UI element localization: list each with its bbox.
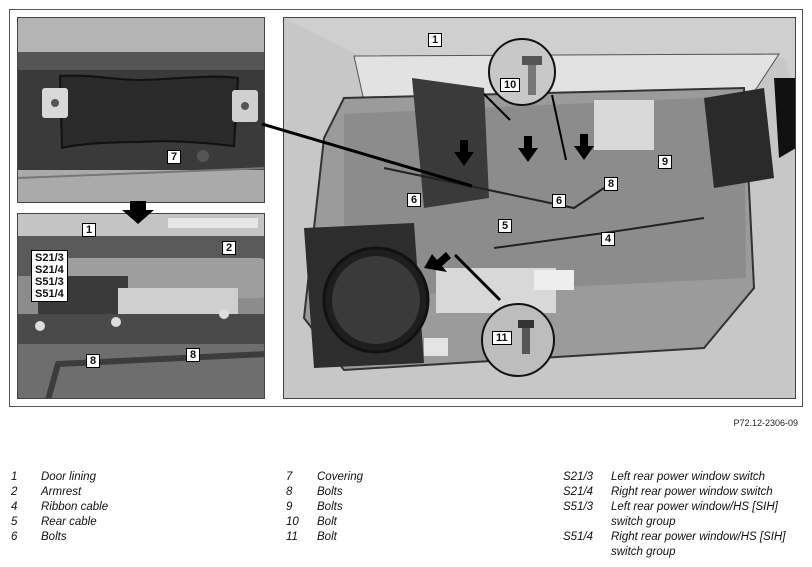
- legend-column-1: 1 Door lining 2 Armrest 4 Ribbon cable 5 Rea…: [11, 470, 108, 545]
- legend-desc: Left rear power window switch: [611, 471, 766, 483]
- legend-desc: Covering: [317, 471, 364, 483]
- photo-armrest-switches: 1 2 S21/3 S21/4 S51/3 S51/4 8 8: [17, 213, 265, 399]
- legend-item: S51/3 Left rear power window/HS [SIH] swi…: [563, 500, 796, 530]
- callout-5-rear-cable: 5: [498, 219, 513, 233]
- legend-code: 5: [11, 516, 18, 528]
- legend-item: 1 Door lining: [11, 470, 108, 485]
- legend-item: 11 Bolt: [286, 530, 363, 545]
- legend-desc: Bolts: [317, 501, 343, 513]
- legend-desc: Bolts: [317, 486, 343, 498]
- legend-code: 9: [286, 501, 293, 513]
- legend-item: 10 Bolt: [286, 515, 363, 530]
- legend-item: 2 Armrest: [11, 485, 108, 500]
- legend-desc: Bolts: [41, 531, 67, 543]
- legend-desc: Right rear power window/HS [SIH] switch …: [611, 531, 786, 558]
- callout-11-bolt: 11: [492, 331, 512, 345]
- callout-8-bolts-right: 8: [186, 348, 201, 362]
- legend-column-3: S21/3 Left rear power window switch S21/4…: [563, 470, 796, 560]
- legend-item: 7 Covering: [286, 470, 363, 485]
- legend-item: 8 Bolts: [286, 485, 363, 500]
- legend-desc: Door lining: [41, 471, 96, 483]
- callout-4-ribbon-cable: 4: [601, 232, 616, 246]
- photo-door-lining: 1 9 8 6 6 5 4: [283, 17, 796, 399]
- figure-reference: P72.12-2306-09: [733, 418, 798, 428]
- legend-item: 5 Rear cable: [11, 515, 108, 530]
- callout-s21-4: S21/4: [35, 264, 64, 276]
- legend-desc: Armrest: [41, 486, 82, 498]
- legend-code: S51/4: [563, 531, 594, 543]
- callout-1-door-lining-main: 1: [428, 33, 443, 47]
- legend-item: 9 Bolts: [286, 500, 363, 515]
- legend-item: 6 Bolts: [11, 530, 108, 545]
- callout-10-bolt: 10: [500, 78, 521, 92]
- legend-item: 4 Ribbon cable: [11, 500, 108, 515]
- legend-item: S21/3 Left rear power window switch: [563, 470, 796, 485]
- callout-8-bolts-left: 8: [86, 354, 101, 368]
- legend-code: 7: [286, 471, 293, 483]
- legend-code: 2: [11, 486, 18, 498]
- callout-2-armrest: 2: [222, 241, 237, 255]
- callout-1-door-lining: 1: [82, 223, 97, 237]
- callout-9-bolts: 9: [658, 155, 673, 169]
- legend-item: S21/4 Right rear power window switch: [563, 485, 796, 500]
- legend-code: S21/4: [563, 486, 594, 498]
- legend-code: 4: [11, 501, 18, 513]
- legend-desc: Ribbon cable: [41, 501, 109, 513]
- callout-s51-3: S51/3: [35, 276, 64, 288]
- callout-switch-group: S21/3 S21/4 S51/3 S51/4: [31, 250, 68, 302]
- legend-code: S21/3: [563, 471, 594, 483]
- callout-6-bolts-right: 6: [552, 194, 567, 208]
- photo-armrest-covering-drawing: [18, 18, 264, 202]
- legend-item: S51/4 Right rear power window/HS [SIH] sw…: [563, 530, 796, 560]
- photo-door-lining-drawing: [284, 18, 795, 398]
- legend-desc: Bolt: [317, 531, 337, 543]
- callout-6-bolts-left: 6: [407, 193, 422, 207]
- callout-7-covering: 7: [167, 150, 182, 164]
- callout-s21-3: S21/3: [35, 252, 64, 264]
- legend-code: 6: [11, 531, 18, 543]
- legend-desc: Rear cable: [41, 516, 97, 528]
- photo-armrest-switches-drawing: [18, 214, 264, 398]
- legend-code: 11: [286, 531, 298, 543]
- legend-desc: Left rear power window/HS [SIH] switch g…: [611, 501, 778, 528]
- photo-armrest-covering: 7: [17, 17, 265, 203]
- legend-code: 10: [286, 516, 299, 528]
- callout-8-bolts-main: 8: [604, 177, 619, 191]
- legend-code: 1: [11, 471, 18, 483]
- legend-desc: Bolt: [317, 516, 337, 528]
- callout-s51-4: S51/4: [35, 288, 64, 300]
- legend-code: S51/3: [563, 501, 594, 513]
- legend-code: 8: [286, 486, 293, 498]
- legend-desc: Right rear power window switch: [611, 486, 773, 498]
